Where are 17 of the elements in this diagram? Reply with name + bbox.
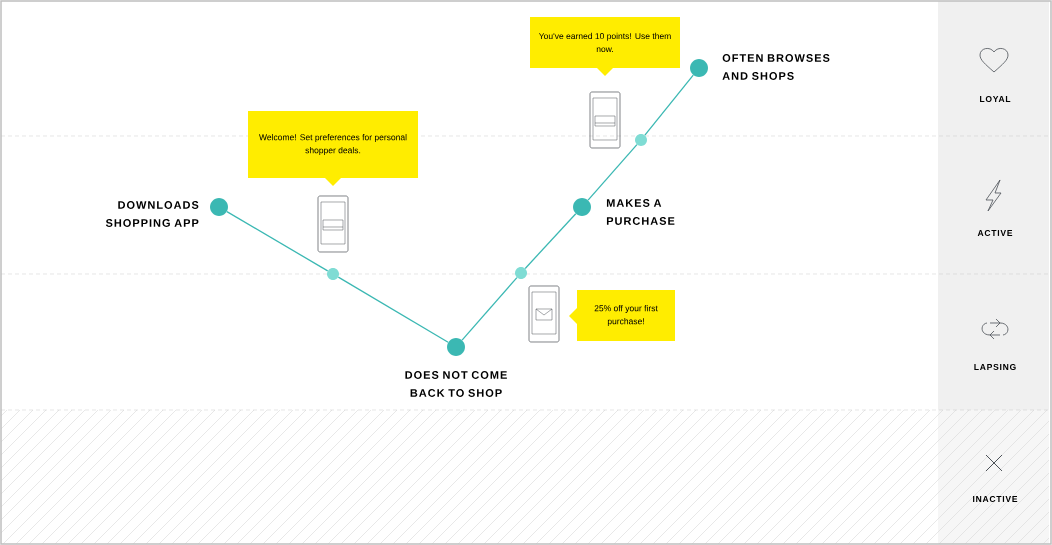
journey-line <box>461 277 518 341</box>
stage-label: OFTEN BROWSES AND SHOPS <box>722 54 830 80</box>
stage-name: LOYAL <box>980 96 1011 102</box>
speech-bubble: 25% off your first purchase! <box>569 290 675 341</box>
stage-label: DOWNLOADS SHOPPING APP <box>105 201 199 227</box>
journey-line <box>226 211 329 272</box>
speech-bubble: Welcome! Set preferences for personal shopper deals. <box>248 111 418 186</box>
journey-line <box>337 276 449 343</box>
journey-line <box>644 74 694 136</box>
journey-line <box>587 144 638 201</box>
stage-label: DOES NOT COME BACK TO SHOP <box>405 371 507 397</box>
stage-label: MAKES A PURCHASE <box>606 199 675 225</box>
stage-name: ACTIVE <box>977 230 1013 236</box>
stage-name: INACTIVE <box>973 496 1018 502</box>
stage-name: LAPSING <box>974 364 1016 370</box>
speech-bubble: You've earned 10 points! Use them now. <box>530 17 680 76</box>
journey-line <box>524 213 577 270</box>
